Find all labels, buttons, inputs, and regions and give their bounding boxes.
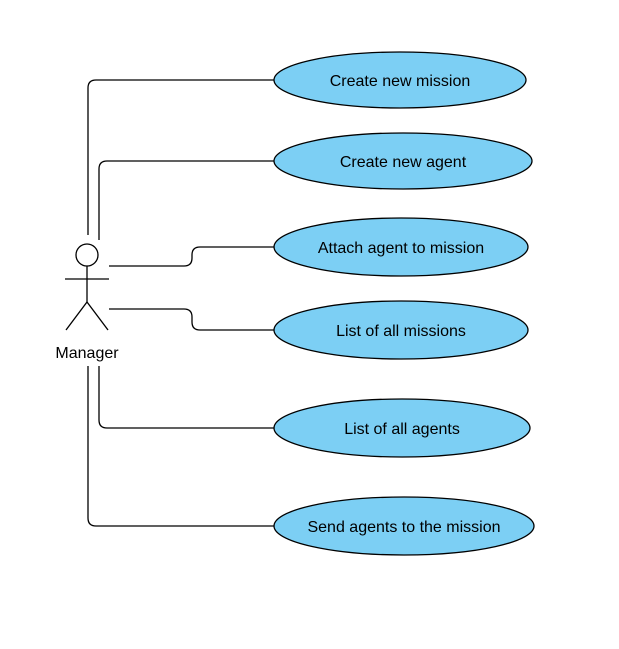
connector-list-of-all-agents <box>98 366 275 429</box>
actor-left-leg <box>65 301 88 331</box>
use-case-send-agents-to-the-mission[interactable]: Send agents to the mission <box>273 496 535 556</box>
use-case-label: Create new mission <box>330 73 471 90</box>
use-case-create-new-mission[interactable]: Create new mission <box>273 51 527 109</box>
use-case-ellipse[interactable] <box>273 132 533 190</box>
use-case-attach-agent-to-mission[interactable]: Attach agent to mission <box>273 217 529 277</box>
use-case-create-new-agent[interactable]: Create new agent <box>273 132 533 190</box>
connector-attach-agent-to-mission <box>109 246 275 267</box>
use-case-ellipse[interactable] <box>273 51 527 109</box>
actor-label: Manager <box>55 345 119 362</box>
use-case-label: Create new agent <box>340 154 467 171</box>
actor-manager: Manager <box>55 243 119 362</box>
use-case-ellipse[interactable] <box>273 217 529 277</box>
use-case-ellipse[interactable] <box>273 300 529 360</box>
connector-create-new-mission <box>87 79 275 235</box>
use-case-label: Send agents to the mission <box>307 519 500 536</box>
actor-right-leg <box>86 301 109 331</box>
connector-list-of-all-missions <box>109 308 275 331</box>
connector-send-agents-to-the-mission <box>87 366 275 527</box>
connectors <box>87 79 275 527</box>
use-case-list-of-all-agents[interactable]: List of all agents <box>273 398 531 458</box>
use-case-ellipse[interactable] <box>273 496 535 556</box>
use-case-ellipse[interactable] <box>273 398 531 458</box>
actor-head-icon <box>75 243 99 267</box>
use-case-label: List of all missions <box>336 323 466 340</box>
use-case-label: Attach agent to mission <box>318 240 484 257</box>
use-case-list-of-all-missions[interactable]: List of all missions <box>273 300 529 360</box>
use-case-label: List of all agents <box>344 421 460 438</box>
connector-create-new-agent <box>98 160 275 240</box>
